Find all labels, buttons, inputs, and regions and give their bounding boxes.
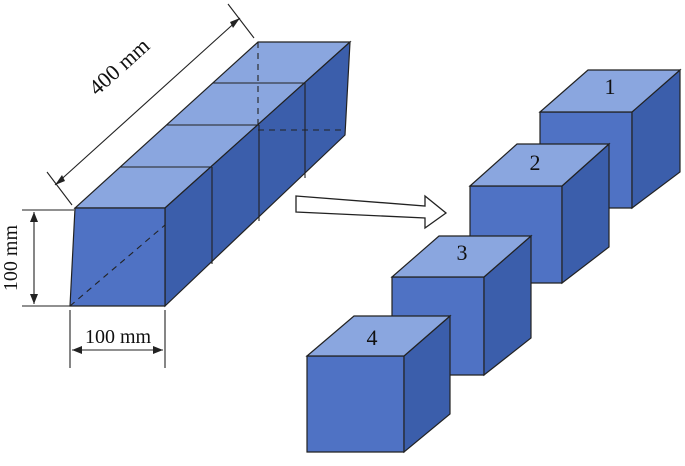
cube-label-2: 2: [530, 150, 541, 175]
width-label: 100 mm: [85, 326, 152, 348]
dimension-width: 100 mm: [69, 310, 166, 368]
length-dimension-line: [54, 17, 241, 186]
cube-piece-4: 4: [305, 314, 452, 454]
bar-hidden-edge-diagonal: [69, 224, 166, 307]
long-bar: [69, 40, 352, 308]
dimension-height: 100 mm: [0, 209, 74, 307]
bar-front-face: [69, 207, 166, 307]
cube-label-1: 1: [605, 74, 616, 99]
arrow-icon: [295, 194, 448, 230]
cube-label-4: 4: [367, 325, 378, 350]
height-label: 100 mm: [0, 225, 22, 292]
cube-label-3: 3: [457, 240, 468, 265]
transition-arrow: [295, 194, 448, 230]
length-label: 400 mm: [84, 33, 155, 100]
